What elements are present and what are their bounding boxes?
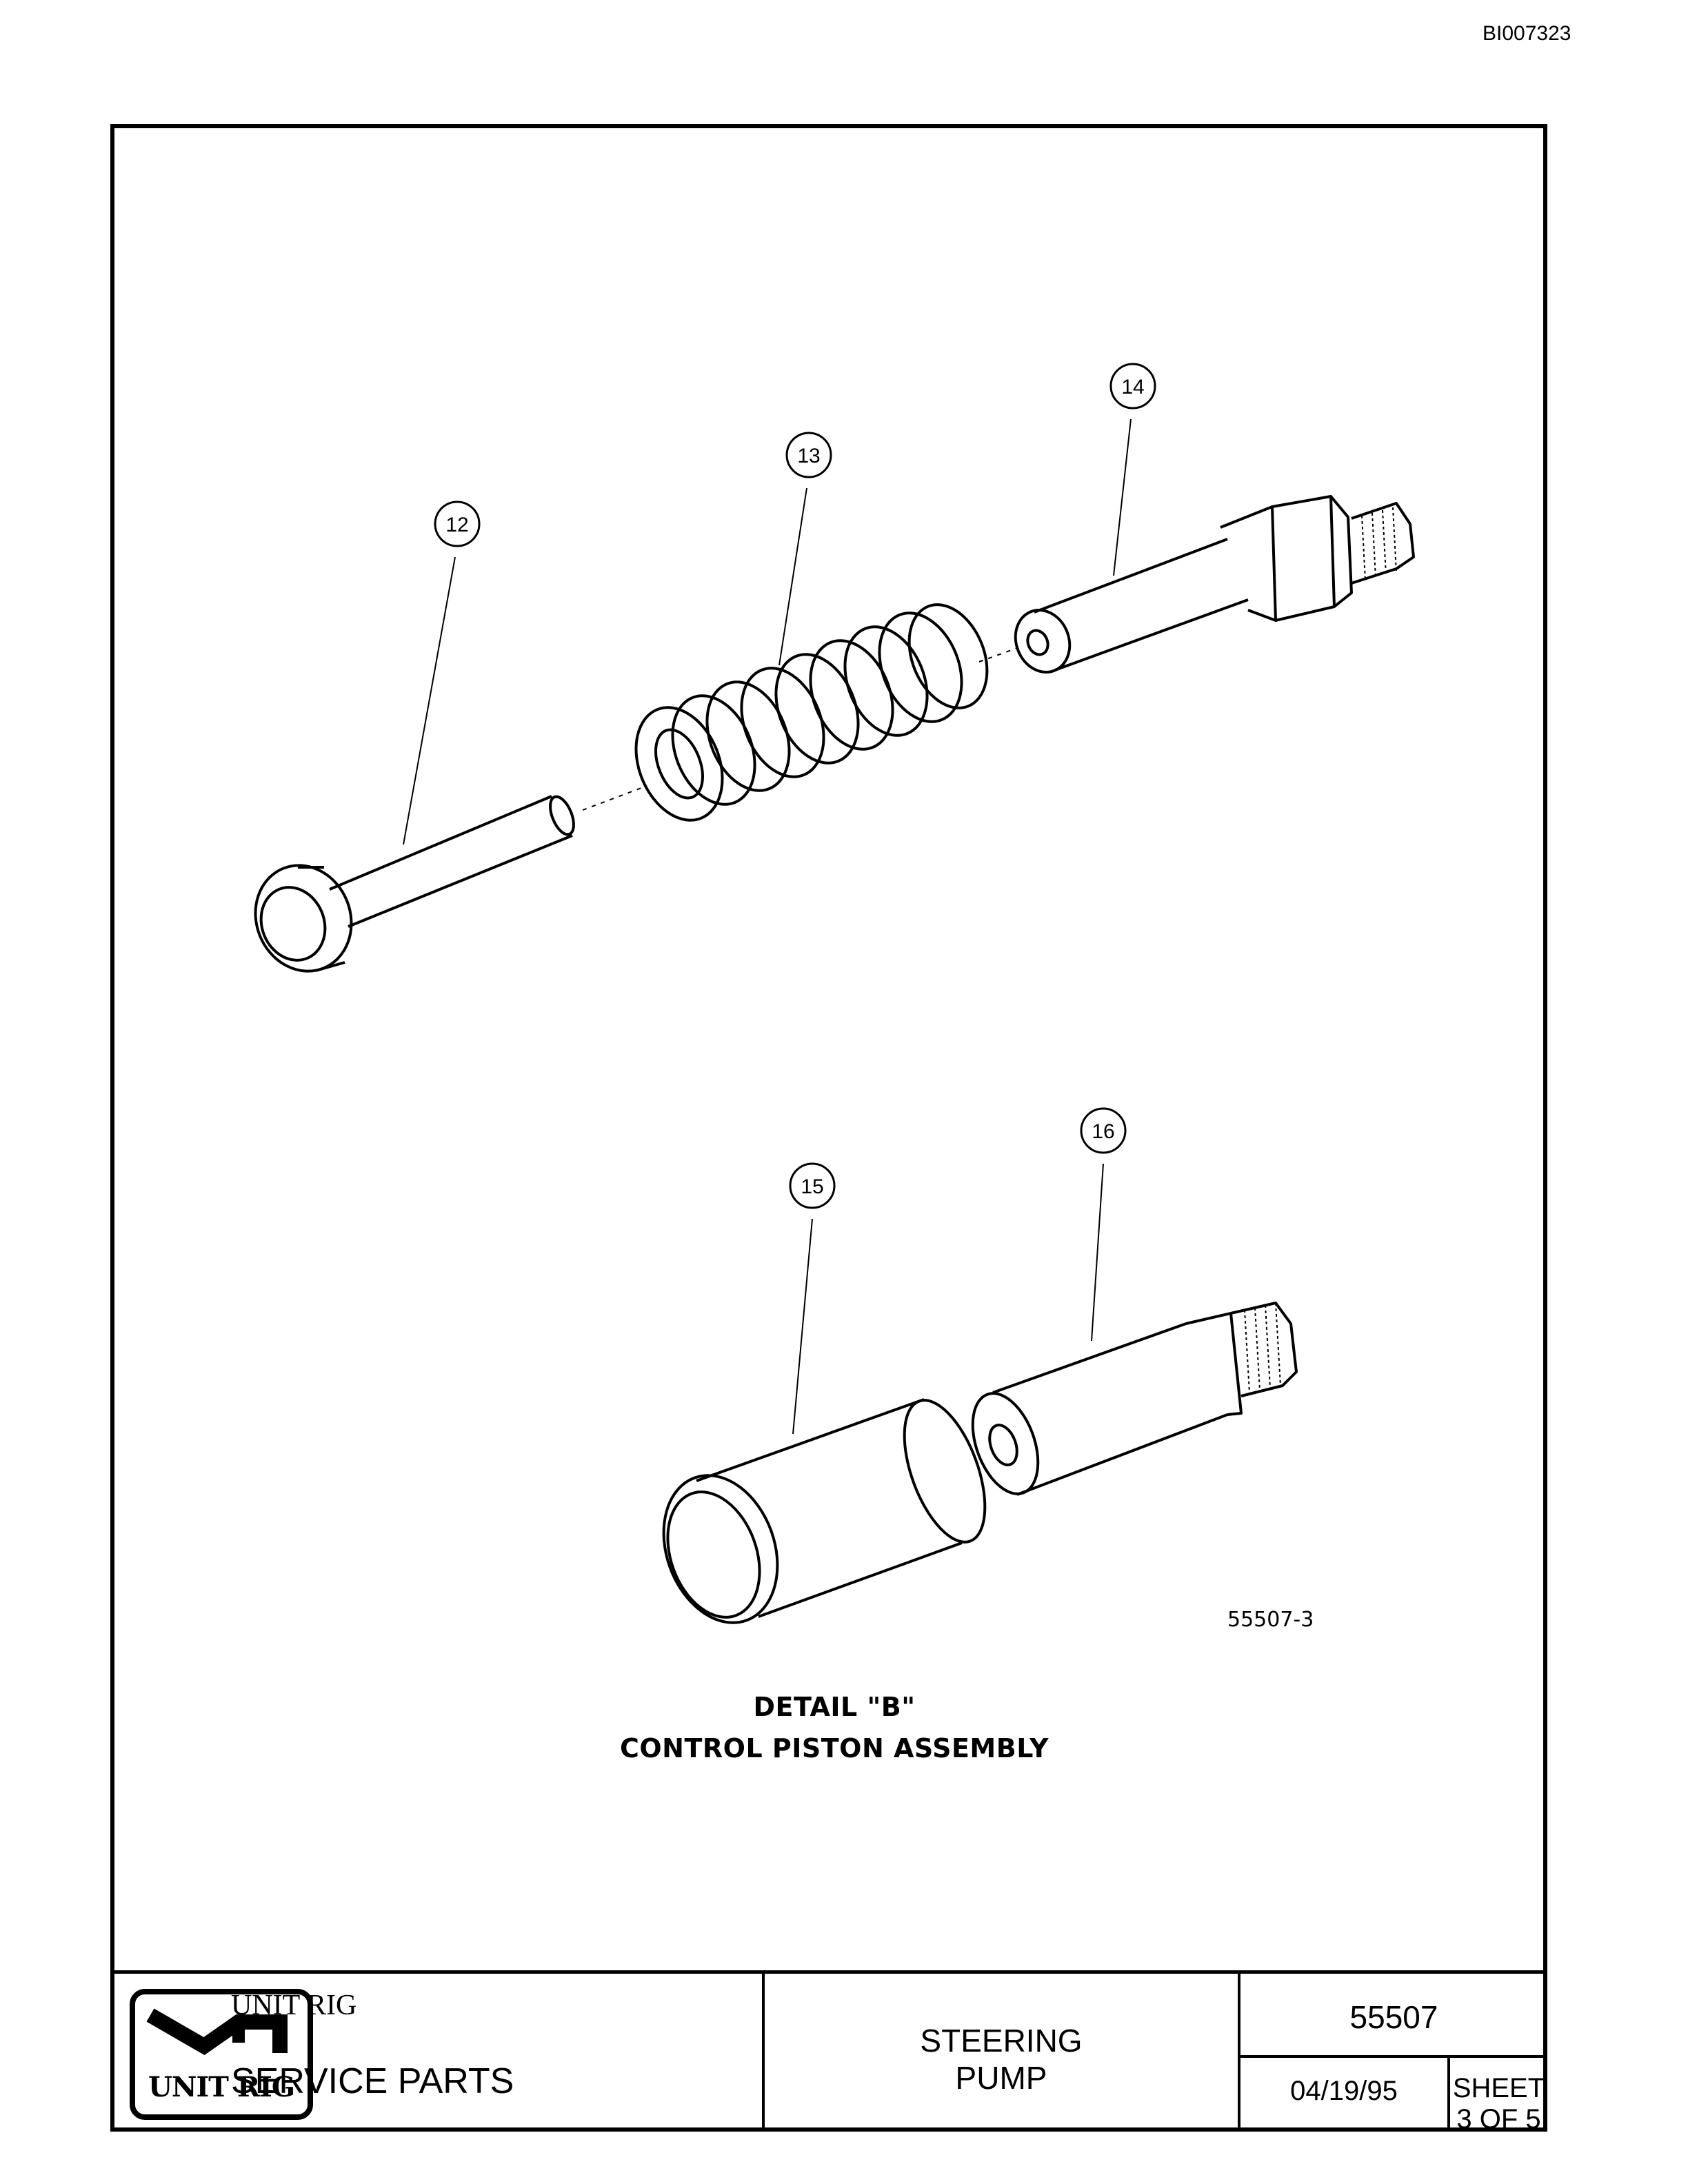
callout-circle-13 bbox=[785, 432, 832, 478]
title-cell: STEERING PUMP bbox=[762, 1974, 1238, 2132]
centerline-12-13 bbox=[582, 787, 642, 811]
part-number: 55507 bbox=[1349, 1999, 1438, 2035]
logo-text: UNIT RIG bbox=[148, 2071, 295, 2103]
detail-caption: DETAIL "B" bbox=[753, 1692, 916, 1722]
callout-15: 15 bbox=[801, 1175, 823, 1198]
drawing-frame bbox=[110, 124, 1547, 2132]
part-12-piston-pin bbox=[254, 795, 575, 973]
leader-16 bbox=[1091, 1163, 1104, 1342]
divider bbox=[1240, 2055, 1547, 2058]
figure-number: 55507-3 bbox=[1227, 1608, 1314, 1632]
leader-14 bbox=[1113, 418, 1132, 576]
leader-13 bbox=[778, 487, 807, 666]
company-cell: UNIT RIG SERVICE PARTS bbox=[231, 1974, 765, 2132]
divider bbox=[1447, 2055, 1450, 2132]
part-15-piston bbox=[662, 1398, 987, 1624]
callout-14: 14 bbox=[1121, 376, 1144, 398]
title-line-2: PUMP bbox=[955, 2060, 1047, 2096]
logo-mark-icon bbox=[146, 2008, 288, 2056]
document-id: BI007323 bbox=[1483, 22, 1571, 45]
callout-16: 16 bbox=[1092, 1120, 1114, 1143]
leader-15 bbox=[792, 1218, 813, 1435]
callout-circle-12 bbox=[434, 501, 481, 547]
unit-rig-logo: UNIT RIG bbox=[130, 1989, 313, 2120]
title-line-1: STEERING bbox=[920, 2023, 1083, 2059]
part-16-sleeve bbox=[971, 1302, 1298, 1496]
service-parts-label: SERVICE PARTS bbox=[231, 2061, 514, 2101]
callout-12: 12 bbox=[445, 514, 468, 536]
callout-circle-15 bbox=[789, 1162, 836, 1209]
part-13-spring bbox=[634, 603, 989, 822]
callout-circle-16 bbox=[1080, 1107, 1127, 1154]
part-14-sleeve bbox=[1014, 495, 1415, 674]
callout-circle-14 bbox=[1109, 363, 1156, 410]
leader-12 bbox=[403, 556, 456, 845]
callout-13: 13 bbox=[797, 445, 820, 467]
logo-cell: UNIT RIG bbox=[110, 1974, 317, 2132]
centerline-13-14 bbox=[978, 647, 1018, 663]
title-block: UNIT RIG UNIT RIG SERVICE PARTS STEERING… bbox=[110, 1970, 1547, 2134]
company-name: UNIT RIG bbox=[231, 1990, 357, 2021]
revision-date: 04/19/95 bbox=[1290, 2076, 1398, 2106]
number-cell: 55507 04/19/95 SHEET 3 OF 5 bbox=[1238, 1974, 1547, 2134]
sheet-number: SHEET 3 OF 5 bbox=[1452, 2073, 1545, 2134]
assembly-caption: CONTROL PISTON ASSEMBLY bbox=[619, 1733, 1049, 1763]
